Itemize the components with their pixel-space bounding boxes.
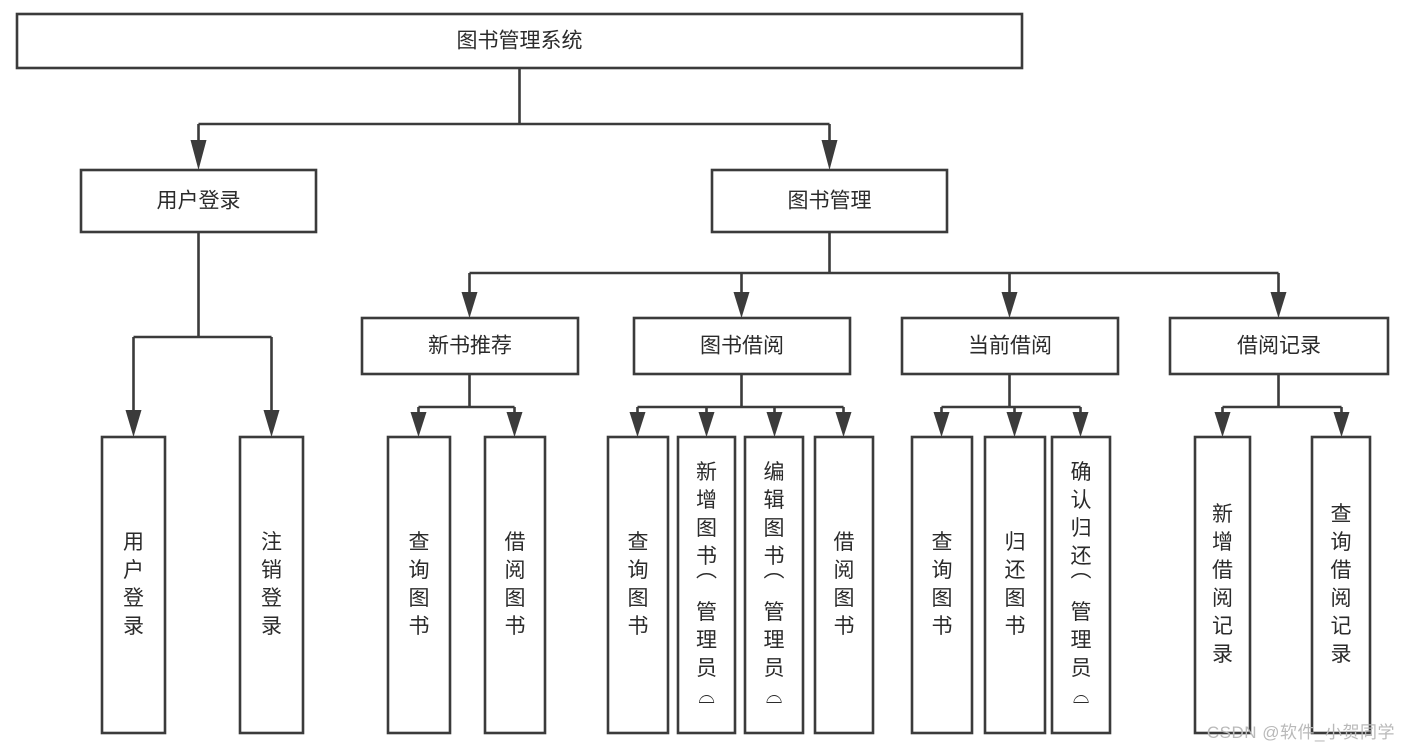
leaf-query-book-cur[interactable]: 查询图书 bbox=[910, 435, 974, 735]
leaf-logout-login-label: 注销登录 bbox=[261, 531, 282, 638]
node-book-borrow-label: 图书借阅 bbox=[700, 335, 784, 358]
node-current-borrow-label: 当前借阅 bbox=[968, 335, 1052, 358]
leaf-borrow-book-rec-box[interactable] bbox=[483, 435, 547, 735]
connector-group-new-book-rec bbox=[410, 374, 523, 437]
leaf-borrow-book-bor-label: 借阅图书 bbox=[834, 531, 855, 638]
node-new-book-recommend-box[interactable] bbox=[360, 316, 580, 376]
leaf-query-record[interactable]: 查询借阅记录 bbox=[1310, 435, 1372, 735]
arrow-icon-br-l1 bbox=[1214, 412, 1231, 437]
node-borrow-record-label: 借阅记录 bbox=[1237, 335, 1321, 358]
arrow-icon-bb-l1 bbox=[629, 412, 646, 437]
arrow-icon-bm-borrow bbox=[733, 292, 750, 318]
node-root-system-label: 图书管理系统 bbox=[457, 30, 583, 53]
leaf-query-book-bor-box[interactable] bbox=[606, 435, 670, 735]
leaf-return-book-label: 归还图书 bbox=[1005, 531, 1026, 638]
leaf-query-record-label: 查询借阅记录 bbox=[1331, 503, 1352, 666]
arrow-icon-nbr-l2 bbox=[506, 412, 523, 437]
connector-group-book-manage bbox=[461, 232, 1287, 318]
leaf-query-book-rec[interactable]: 查询图书 bbox=[386, 435, 452, 735]
leaf-logout-login[interactable]: 注销登录 bbox=[238, 435, 305, 735]
arrow-icon-user-login-l2 bbox=[263, 410, 280, 437]
leaf-return-book-box[interactable] bbox=[983, 435, 1047, 735]
arrow-icon-user-login-l1 bbox=[125, 410, 142, 437]
arrow-icon-cb-l3 bbox=[1072, 412, 1089, 437]
arrow-icon-bb-l2 bbox=[698, 412, 715, 437]
node-borrow-record[interactable]: 借阅记录 bbox=[1168, 316, 1390, 376]
arrow-icon-bm-current bbox=[1001, 292, 1018, 318]
leaf-return-book[interactable]: 归还图书 bbox=[983, 435, 1047, 735]
leaf-node-layer: 用户登录 注销登录 查询图书 借阅图书 查询图书 新增图书⌒管理员⌓ 编辑图书⌒管理员⌓ 借阅… bbox=[100, 435, 1372, 735]
leaf-user-login-box[interactable] bbox=[100, 435, 167, 735]
leaf-confirm-return[interactable]: 确认归还⌒管理员⌓ bbox=[1050, 435, 1112, 735]
node-borrow-record-box[interactable] bbox=[1168, 316, 1390, 376]
node-root-system[interactable]: 图书管理系统 bbox=[15, 12, 1024, 70]
arrow-icon-cb-l1 bbox=[933, 412, 950, 437]
node-book-manage-box[interactable] bbox=[710, 168, 949, 234]
connector-group-root bbox=[190, 68, 838, 170]
node-new-book-recommend[interactable]: 新书推荐 bbox=[360, 316, 580, 376]
node-user-login[interactable]: 用户登录 bbox=[79, 168, 318, 234]
node-new-book-recommend-label: 新书推荐 bbox=[428, 335, 512, 358]
leaf-add-book-box[interactable] bbox=[676, 435, 737, 735]
leaf-user-login-label: 用户登录 bbox=[123, 531, 144, 638]
arrow-icon-bb-l4 bbox=[835, 412, 852, 437]
leaf-confirm-return-label: 确认归还⌒管理员⌓ bbox=[1071, 461, 1092, 708]
node-book-manage-label: 图书管理 bbox=[788, 190, 872, 213]
node-root-system-box[interactable] bbox=[15, 12, 1024, 70]
leaf-confirm-return-box[interactable] bbox=[1050, 435, 1112, 735]
leaf-add-book[interactable]: 新增图书⌒管理员⌓ bbox=[676, 435, 737, 735]
connector-group-borrow-record bbox=[1214, 374, 1350, 437]
leaf-add-record-label: 新增借阅记录 bbox=[1212, 503, 1233, 666]
node-current-borrow-box[interactable] bbox=[900, 316, 1120, 376]
arrow-icon-bm-new-book bbox=[461, 292, 478, 318]
connector-group-current-borrow bbox=[933, 374, 1089, 437]
node-book-borrow-box[interactable] bbox=[632, 316, 852, 376]
leaf-query-book-cur-label: 查询图书 bbox=[932, 531, 953, 638]
arrow-icon-br-l2 bbox=[1333, 412, 1350, 437]
leaf-query-book-rec-box[interactable] bbox=[386, 435, 452, 735]
leaf-logout-login-box[interactable] bbox=[238, 435, 305, 735]
arrow-icon-bm-record bbox=[1270, 292, 1287, 318]
node-user-login-label: 用户登录 bbox=[157, 190, 241, 213]
arrow-icon-root-book-manage bbox=[821, 140, 838, 170]
watermark-label: CSDN @软件_小贺同学 bbox=[1206, 723, 1395, 742]
leaf-add-record[interactable]: 新增借阅记录 bbox=[1193, 435, 1252, 735]
leaf-borrow-book-rec[interactable]: 借阅图书 bbox=[483, 435, 547, 735]
leaf-query-book-bor[interactable]: 查询图书 bbox=[606, 435, 670, 735]
leaf-edit-book-label: 编辑图书⌒管理员⌓ bbox=[764, 461, 785, 708]
leaf-user-login[interactable]: 用户登录 bbox=[100, 435, 167, 735]
leaf-query-book-rec-label: 查询图书 bbox=[409, 531, 430, 638]
node-book-manage[interactable]: 图书管理 bbox=[710, 168, 949, 234]
connector-group-book-borrow bbox=[629, 374, 852, 437]
node-book-borrow[interactable]: 图书借阅 bbox=[632, 316, 852, 376]
node-current-borrow[interactable]: 当前借阅 bbox=[900, 316, 1120, 376]
leaf-query-book-cur-box[interactable] bbox=[910, 435, 974, 735]
leaf-add-record-box[interactable] bbox=[1193, 435, 1252, 735]
leaf-query-book-bor-label: 查询图书 bbox=[628, 531, 649, 638]
arrow-icon-root-user-login bbox=[190, 140, 207, 170]
leaf-borrow-book-rec-label: 借阅图书 bbox=[505, 531, 526, 638]
leaf-query-record-box[interactable] bbox=[1310, 435, 1372, 735]
arrow-icon-cb-l2 bbox=[1006, 412, 1023, 437]
arrow-icon-nbr-l1 bbox=[410, 412, 427, 437]
leaf-edit-book-box[interactable] bbox=[743, 435, 805, 735]
leaf-borrow-book-bor-box[interactable] bbox=[813, 435, 875, 735]
connector-group-user-login bbox=[125, 232, 280, 437]
node-user-login-box[interactable] bbox=[79, 168, 318, 234]
arrow-icon-bb-l3 bbox=[766, 412, 783, 437]
leaf-borrow-book-bor[interactable]: 借阅图书 bbox=[813, 435, 875, 735]
leaf-edit-book[interactable]: 编辑图书⌒管理员⌓ bbox=[743, 435, 805, 735]
leaf-add-book-label: 新增图书⌒管理员⌓ bbox=[696, 461, 717, 708]
